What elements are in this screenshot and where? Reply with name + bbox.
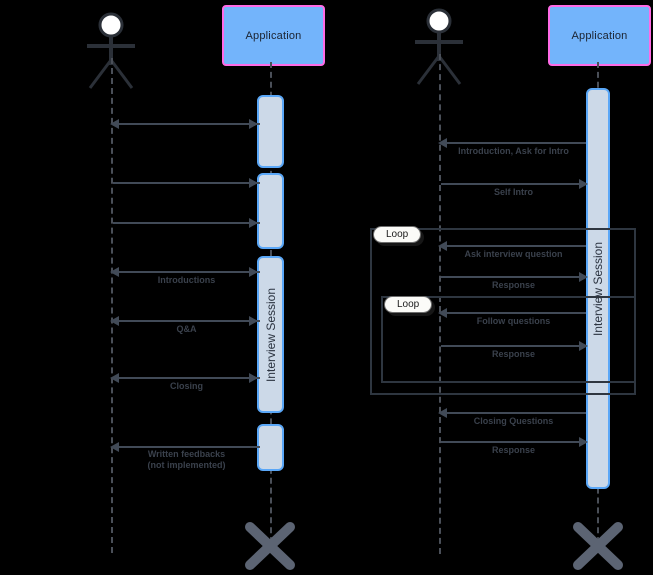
right-message-closing-questions-label: Closing Questions <box>473 416 554 426</box>
right-message-ask-interview-question <box>441 245 586 247</box>
right-message-ask-interview-question-label: Ask interview question <box>464 249 563 259</box>
right-fragment-outer-loop-tag[interactable]: Loop <box>373 226 422 243</box>
left-message-3 <box>113 222 260 224</box>
right-message-self-intro-label: Self Intro <box>493 187 533 197</box>
right-message-follow-questions <box>441 312 586 314</box>
left-message-closing-arrow-right <box>249 373 258 383</box>
right-actor-figure <box>406 8 472 86</box>
right-message-response-2 <box>441 345 586 347</box>
left-message-closing-label: Closing <box>170 381 203 391</box>
right-message-intro-ask-arrow-left <box>438 138 447 148</box>
right-activation-1[interactable]: Interview Session <box>586 88 610 489</box>
right-message-response-3 <box>441 441 586 443</box>
right-message-response-3-label: Response <box>491 445 535 455</box>
left-activation-2[interactable] <box>257 173 284 249</box>
right-destruction-marker <box>571 522 625 575</box>
left-message-2-arrow-right <box>249 178 258 188</box>
right-message-intro-ask <box>441 142 586 144</box>
left-message-closing-arrow-left <box>110 373 119 383</box>
left-activation-4[interactable] <box>257 424 284 471</box>
left-activation-1[interactable] <box>257 95 284 168</box>
left-message-introductions-label: Introductions <box>157 275 216 285</box>
left-message-written-feedback-label-2: (not implemented) <box>147 460 226 470</box>
left-message-introductions-arrow-right <box>249 267 258 277</box>
right-participant-label: Application <box>571 29 628 42</box>
right-message-response-1 <box>441 276 586 278</box>
right-participant-application[interactable]: Application <box>548 5 651 66</box>
left-message-qa-label: Q&A <box>176 324 197 334</box>
right-message-self-intro <box>441 183 586 185</box>
right-message-response-1-label: Response <box>491 280 535 290</box>
left-message-introductions-arrow-left <box>110 267 119 277</box>
left-message-qa-arrow-left <box>110 316 119 326</box>
left-actor-lifeline <box>111 58 113 553</box>
left-message-introductions <box>113 271 260 273</box>
left-message-1-arrow-right <box>249 119 258 129</box>
right-message-response-2-arrow-right <box>579 341 588 351</box>
left-message-written-feedback-label-1: Written feedbacks <box>147 449 226 459</box>
left-participant-application[interactable]: Application <box>222 5 325 66</box>
right-message-closing-questions <box>441 412 586 414</box>
right-message-response-1-arrow-right <box>579 272 588 282</box>
right-message-response-2-label: Response <box>491 349 535 359</box>
left-message-qa <box>113 320 260 322</box>
left-message-written-feedback <box>113 446 260 448</box>
right-message-closing-questions-arrow-left <box>438 408 447 418</box>
left-message-3-arrow-right <box>249 218 258 228</box>
left-message-closing <box>113 377 260 379</box>
left-activation-label: Interview Session <box>263 287 278 382</box>
left-actor-figure <box>78 12 144 90</box>
right-message-self-intro-arrow-right <box>579 179 588 189</box>
left-message-2 <box>113 182 260 184</box>
right-message-intro-ask-label: Introduction, Ask for Intro <box>458 146 569 156</box>
left-message-written-feedback-arrow-left <box>110 442 119 452</box>
right-fragment-inner-loop[interactable] <box>381 296 636 383</box>
right-message-follow-questions-arrow-left <box>438 308 447 318</box>
right-actor-lifeline <box>439 54 441 554</box>
right-fragment-inner-loop-tag[interactable]: Loop <box>384 296 433 313</box>
left-participant-label: Application <box>245 29 302 42</box>
left-message-1 <box>113 123 260 125</box>
left-message-qa-arrow-right <box>249 316 258 326</box>
right-message-follow-questions-label: Follow questions <box>476 316 551 326</box>
right-message-response-3-arrow-right <box>579 437 588 447</box>
left-destruction-marker <box>243 522 297 575</box>
left-message-1-arrow-left <box>110 119 119 129</box>
left-activation-3[interactable]: Interview Session <box>257 256 284 413</box>
right-message-ask-interview-question-arrow-left <box>438 241 447 251</box>
